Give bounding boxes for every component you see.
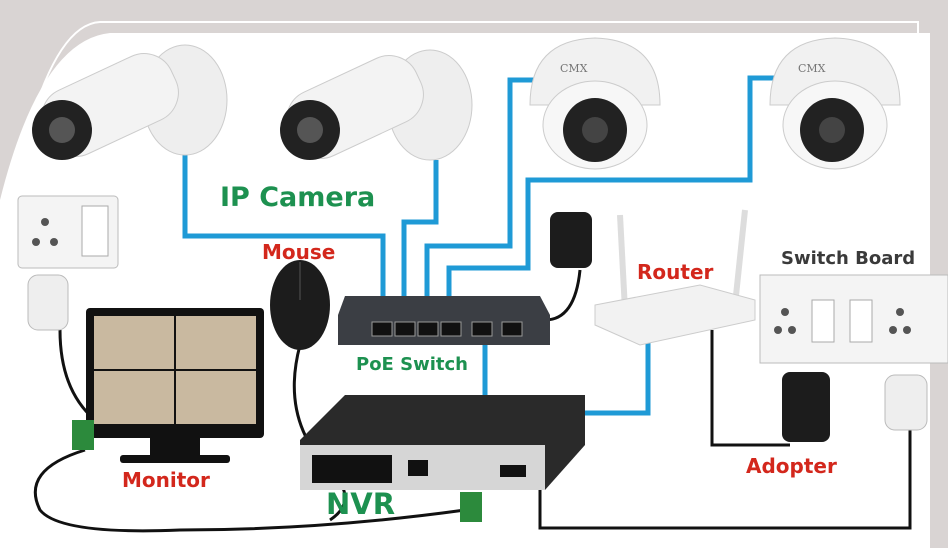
bullet-camera-2 — [280, 49, 473, 161]
panel-outline — [9, 21, 919, 211]
label-switch-board: Switch Board — [781, 248, 916, 269]
label-adopter: Adopter — [746, 454, 837, 478]
label-monitor: Monitor — [122, 468, 210, 492]
switch-board — [759, 274, 948, 431]
svg-text:CMX: CMX — [798, 62, 826, 75]
label-ip-camera: IP Camera — [220, 182, 376, 213]
wall-socket — [17, 195, 119, 331]
nvr — [300, 395, 585, 490]
poe-switch — [338, 296, 550, 345]
bullet-camera-1 — [32, 44, 228, 160]
dome-camera-2: CMX — [769, 37, 901, 170]
label-poe-switch: PoE Switch — [356, 354, 468, 375]
svg-text:CMX: CMX — [560, 62, 588, 75]
monitor — [86, 308, 264, 463]
label-nvr: NVR — [326, 487, 396, 521]
label-mouse: Mouse — [262, 240, 336, 264]
router — [594, 209, 756, 346]
hdmi-connector — [460, 492, 482, 522]
label-router: Router — [637, 260, 714, 284]
hdmi-connector — [72, 420, 94, 450]
dome-camera-1: CMX — [529, 37, 661, 170]
mouse — [270, 260, 330, 350]
router-adapter — [782, 372, 830, 442]
poe-switch-adapter — [550, 212, 592, 268]
